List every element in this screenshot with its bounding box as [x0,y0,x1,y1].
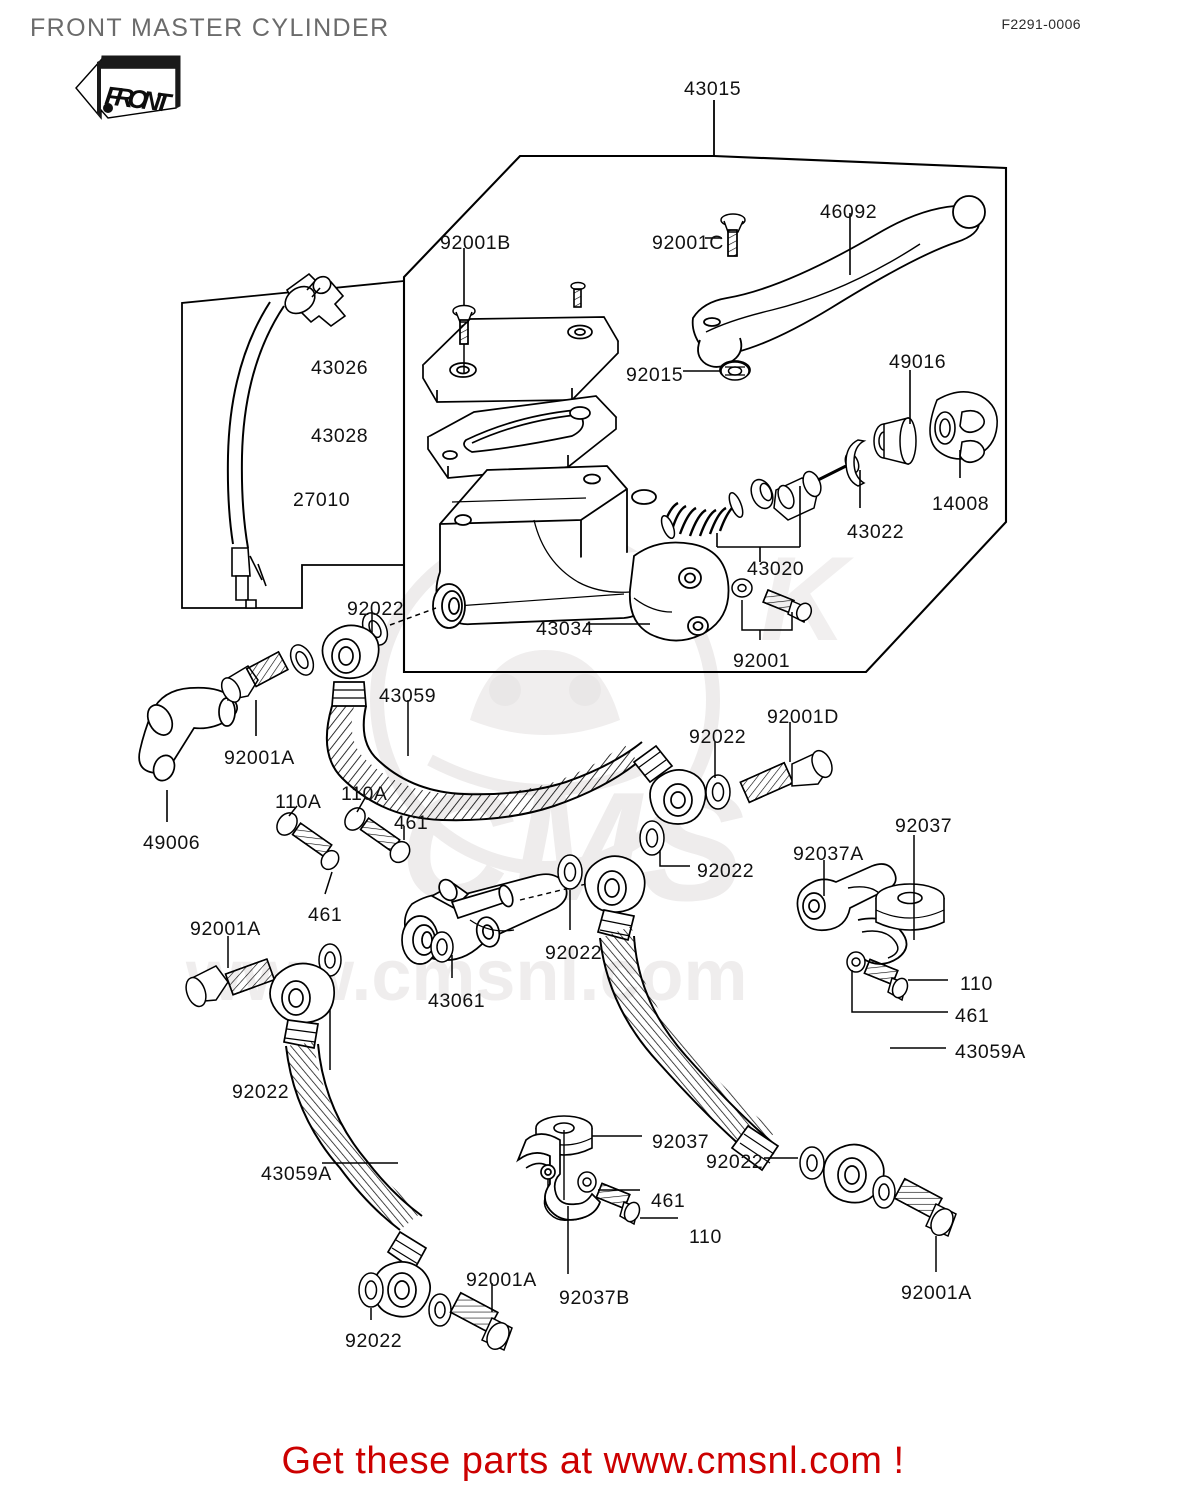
part-92001A-banjo-bolt-4 [893,1177,957,1238]
part-label-43020: 43020 [747,558,805,580]
part-43059-brake-hose [321,624,707,825]
part-label-92022-3: 92022 [697,860,755,882]
part-label-461-2: 461 [308,904,343,926]
part-92001D-banjo-bolt [739,749,833,804]
part-92001A-banjo-bolt-3 [449,1291,513,1352]
part-label-92022-4: 92022 [545,942,603,964]
part-label-92001A-4: 92001A [901,1282,972,1304]
leader-461-right [851,970,948,1013]
bracket-43020 [716,486,801,548]
part-92001A-banjo-bolt-2 [185,958,276,1008]
part-92037-damper-1 [875,883,945,931]
part-label-110A-2: 110A [341,783,388,805]
part-92001B-screw [452,304,476,374]
part-label-92022-5: 92022 [232,1081,290,1103]
part-43059A-hose-right [583,855,885,1204]
part-label-92022-2: 92022 [689,726,747,748]
part-label-43028: 43028 [311,425,369,447]
leader-92022-2 [659,850,690,867]
part-92001C-screw [720,213,746,257]
part-label-92001B: 92001B [440,232,511,254]
part-label-14008: 14008 [932,493,990,515]
part-92001A-banjo-bolt-1 [220,650,289,703]
part-label-43059A-1: 43059A [955,1041,1026,1063]
part-110-bolt-right [846,951,909,1002]
part-label-110-1: 110 [960,973,993,995]
part-14008-holder [929,391,998,464]
part-label-110-2: 110 [689,1226,722,1248]
part-label-92022-7: 92022 [345,1330,403,1352]
part-label-43059: 43059 [379,685,437,707]
part-label-92037A: 92037A [793,843,864,865]
part-label-92037B: 92037B [559,1287,630,1309]
part-label-92022-6: 92022 [706,1151,764,1173]
bracket-92001 [741,600,793,631]
part-label-92001C: 92001C [652,232,724,254]
part-label-110A-1: 110A [275,791,322,813]
part-label-92001: 92001 [733,650,791,672]
leader-92022-1 [389,607,437,626]
part-92001-bolt [731,578,813,624]
assembly-outline-43015 [402,154,1008,674]
part-label-43059A-2: 43059A [261,1163,332,1185]
diagram-code: F2291-0006 [1001,16,1081,32]
part-92022-washers-6 [799,1146,896,1209]
part-92015-nut [720,361,750,381]
part-screw-small [570,281,586,308]
part-27010-brake-switch [226,272,347,609]
part-label-43026: 43026 [311,357,369,379]
part-label-92001A-3: 92001A [466,1269,537,1291]
part-label-92015: 92015 [626,364,684,386]
part-label-49006: 49006 [143,832,201,854]
part-label-43015: 43015 [684,78,742,100]
part-43026-reservoir-cap [421,316,620,403]
part-label-49016: 49016 [889,351,947,373]
part-43028-diaphragm [426,395,618,479]
front-arrow-icon: FRONT [75,55,181,120]
promo-banner: Get these parts at www.cmsnl.com ! [281,1440,905,1482]
part-label-92037-1: 92037 [895,815,953,837]
part-label-92022-1: 92022 [347,598,405,620]
front-arrow-badge: FRONT [68,48,184,130]
part-label-92001A-1: 92001A [224,747,295,769]
part-49006-cover [138,686,238,782]
part-label-43061: 43061 [428,990,486,1012]
part-label-27010: 27010 [293,489,351,511]
leader-461-1 [324,871,333,895]
part-label-92001D: 92001D [767,706,839,728]
part-label-92001A-2: 92001A [190,918,261,940]
part-49016-dust-boot [873,417,917,465]
part-92022-washers-3 [318,854,583,977]
part-43022-circlip [845,439,867,487]
part-master-cylinder-body [432,465,730,642]
part-92037B-bracket [516,1130,601,1221]
part-92022-washers-5 [358,1272,452,1327]
subgroup-outline [181,280,405,609]
part-43059A-hose-left [269,962,431,1318]
part-92022-washers-2 [639,774,731,856]
part-43020-piston-kit [660,452,860,540]
part-label-43034: 43034 [536,618,594,640]
part-label-43022: 43022 [847,521,905,543]
page-title: FRONT MASTER CYLINDER [30,14,390,42]
part-label-46092: 46092 [820,201,878,223]
part-label-92037-2: 92037 [652,1131,710,1153]
part-label-461-3: 461 [955,1005,990,1027]
part-110A-bolts [276,807,411,871]
part-label-461-4: 461 [651,1190,686,1212]
part-label-461-1: 461 [394,812,429,834]
